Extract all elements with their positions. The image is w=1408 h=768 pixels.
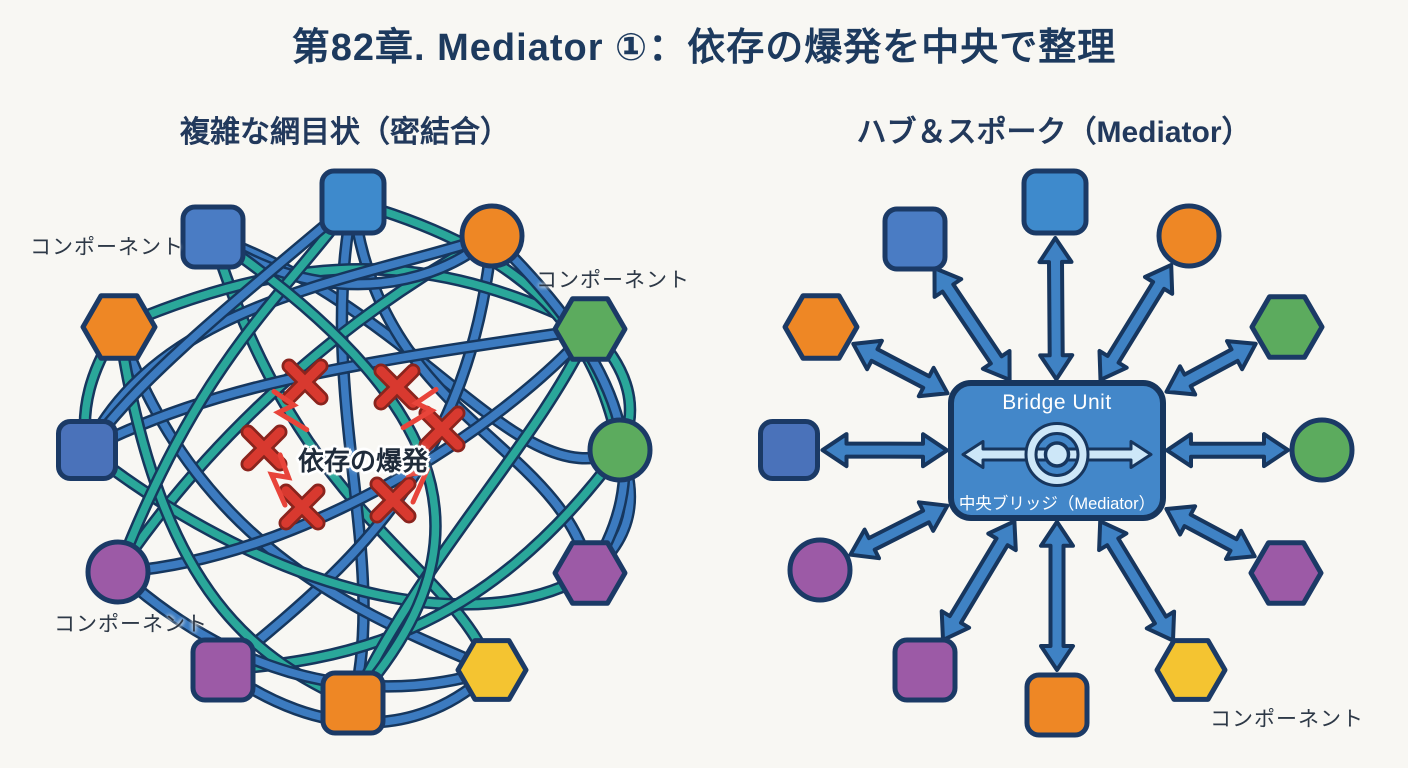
component-node-square bbox=[892, 637, 958, 703]
lightning-bolt bbox=[267, 452, 293, 508]
component-label-bottom-right: コンポーネント bbox=[1210, 708, 1364, 731]
double-arrow bbox=[932, 266, 1012, 382]
x-mark bbox=[421, 408, 463, 450]
double-arrow bbox=[1165, 432, 1290, 469]
x-mark bbox=[281, 486, 323, 528]
component-node-hexagon bbox=[552, 540, 628, 606]
lightning-bolt bbox=[271, 388, 310, 433]
component-node-square bbox=[319, 168, 387, 236]
cable bbox=[209, 233, 496, 674]
component-label-bottom-left: コンポーネント bbox=[54, 613, 208, 636]
component-node-circle bbox=[1156, 203, 1222, 269]
x-mark bbox=[243, 427, 285, 469]
dependency-explosion-label: 依存の爆発 bbox=[297, 446, 428, 476]
hub-target-ring bbox=[1027, 425, 1087, 484]
x-mark bbox=[284, 361, 326, 403]
component-node-hexagon bbox=[1249, 294, 1325, 360]
double-arrow bbox=[1164, 504, 1257, 561]
component-node-square bbox=[180, 204, 246, 270]
mediator-hub-group bbox=[948, 380, 1166, 521]
left-nodes-group bbox=[56, 168, 653, 736]
component-node-circle bbox=[85, 539, 151, 605]
double-arrow bbox=[1037, 236, 1075, 382]
component-node-circle bbox=[459, 203, 525, 269]
double-arrow bbox=[939, 519, 1018, 642]
double-arrow bbox=[848, 500, 950, 561]
x-mark bbox=[372, 479, 414, 521]
component-node-square bbox=[56, 419, 118, 481]
cable bbox=[114, 198, 357, 576]
double-arrow bbox=[820, 432, 949, 469]
component-node-square bbox=[1021, 168, 1089, 236]
component-node-square bbox=[190, 637, 256, 703]
explosion-marks-group bbox=[240, 358, 466, 531]
cable bbox=[209, 233, 440, 707]
component-node-circle bbox=[787, 537, 853, 603]
lightning-bolt bbox=[405, 449, 431, 505]
double-arrow bbox=[851, 338, 950, 399]
page-title: 第82章. Mediator ①：依存の爆発を中央で整理 bbox=[291, 27, 1117, 69]
cable bbox=[349, 325, 594, 707]
component-node-circle bbox=[1289, 417, 1355, 483]
lightning-bolt bbox=[400, 386, 439, 431]
component-node-hexagon bbox=[782, 293, 860, 361]
component-node-square bbox=[758, 419, 820, 481]
hub-title: Bridge Unit bbox=[1002, 391, 1112, 414]
component-node-square bbox=[882, 206, 948, 272]
component-node-hexagon bbox=[455, 638, 529, 702]
x-mark bbox=[376, 366, 418, 408]
component-node-circle bbox=[587, 417, 653, 483]
right-nodes-group bbox=[758, 168, 1355, 738]
hub-subtitle: 中央ブリッジ（Mediator） bbox=[958, 495, 1156, 513]
component-label-top-right: コンポーネント bbox=[536, 269, 690, 292]
double-arrow bbox=[1039, 519, 1075, 672]
component-node-hexagon bbox=[552, 296, 628, 362]
component-node-square bbox=[320, 670, 386, 736]
double-arrow bbox=[1097, 519, 1177, 643]
component-node-hexagon bbox=[1154, 638, 1228, 702]
component-node-square bbox=[1024, 672, 1090, 738]
double-arrow bbox=[1164, 339, 1258, 397]
component-node-hexagon bbox=[80, 293, 158, 361]
hub-target-center bbox=[1043, 441, 1071, 468]
component-node-hexagon bbox=[1248, 540, 1324, 606]
double-arrow bbox=[1097, 263, 1175, 382]
right-panel-heading: ハブ＆スポーク（Mediator） bbox=[856, 116, 1252, 149]
spoke-arrows-group bbox=[820, 236, 1290, 672]
component-label-top-left: コンポーネント bbox=[30, 236, 184, 259]
left-panel-heading: 複雑な網目状（密結合） bbox=[180, 116, 510, 149]
